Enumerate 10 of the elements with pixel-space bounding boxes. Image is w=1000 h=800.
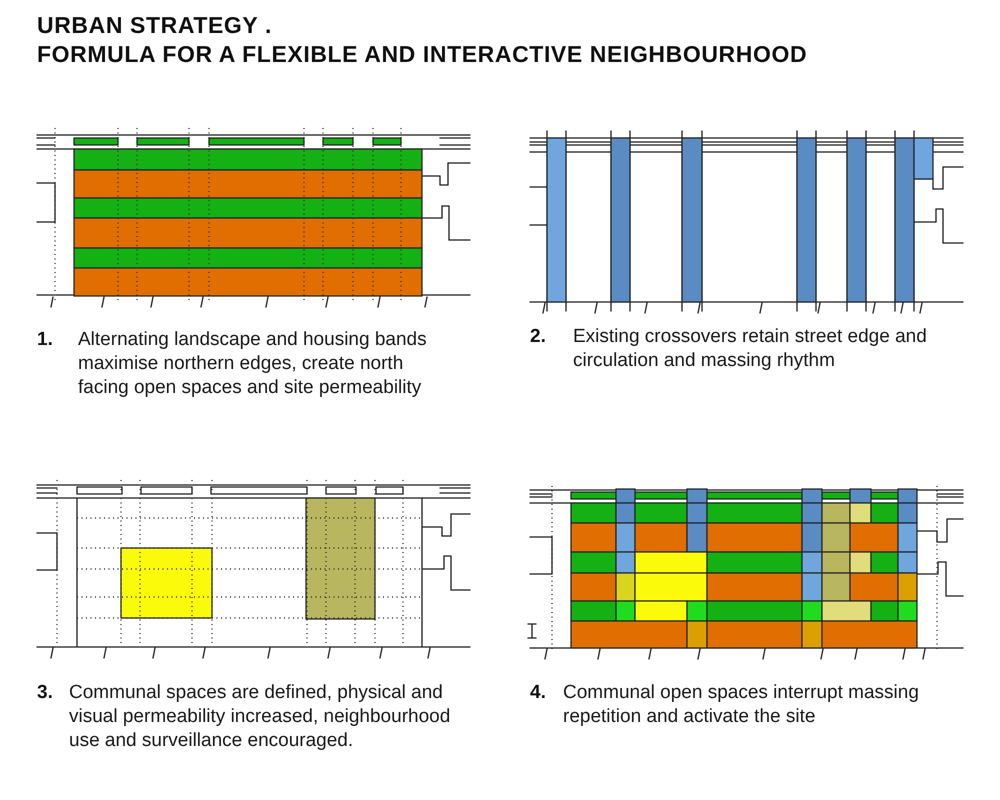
caption-text: Communal spaces are defined, physical and visual permeability increased, neighbourhood use and surveillance encouraged. xyxy=(69,681,452,753)
step-number: 3. xyxy=(37,681,54,705)
caption-text: Existing crossovers retain street edge and circulation and massing rhythm xyxy=(573,325,928,373)
caption-text: Communal open spaces interrupt massing repetition and activate the site xyxy=(563,681,920,729)
step-number: 4. xyxy=(530,681,547,705)
caption-text: Alternating landscape and housing bands maximise northern edges, create north facing open spaces and site permeability xyxy=(78,328,428,400)
subtitle: FORMULA FOR A FLEXIBLE AND INTERACTIVE NEIGHBOURHOOD xyxy=(37,41,808,67)
step-number: 1. xyxy=(37,328,54,352)
step-number: 2. xyxy=(530,325,547,349)
title: URBAN STRATEGY . xyxy=(37,12,272,38)
